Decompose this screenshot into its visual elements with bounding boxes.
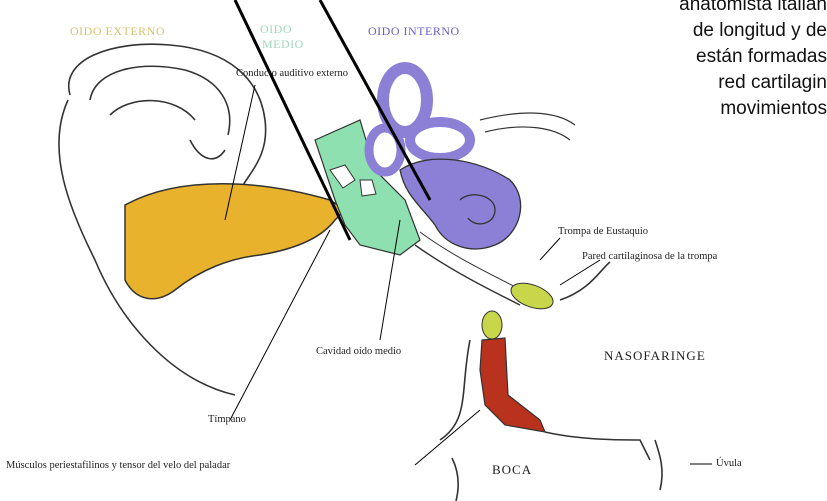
overlay-line-5: movimientos	[679, 96, 827, 122]
overlay-text-block: anatomista italian de longitud y de está…	[679, 0, 827, 122]
label-uvula: Úvula	[716, 458, 742, 469]
label-mouth: BOCA	[492, 462, 532, 478]
eustachian-tube	[415, 245, 520, 305]
label-eustachian-tube: Trompa de Eustaquio	[558, 226, 648, 237]
region-middle-ear-line2: MEDIO	[262, 37, 304, 52]
region-inner-ear: OIDO INTERNO	[368, 24, 460, 39]
palatal-muscle	[480, 338, 545, 432]
auditory-nerve	[480, 113, 575, 140]
label-nasopharynx: NASOFARINGE	[604, 348, 706, 364]
outer-ear-canal	[125, 184, 345, 299]
label-palatal-muscles: Músculos periestafilinos y tensor del ve…	[6, 460, 230, 471]
tube-cartilage-lower	[482, 311, 502, 339]
tube-cartilage	[508, 278, 557, 314]
overlay-line-1: anatomista italian	[679, 0, 827, 18]
overlay-line-4: red cartilagin	[679, 70, 827, 96]
label-cartilage-wall: Pared cartilaginosa de la trompa	[582, 251, 717, 262]
label-tympanum: Tímpano	[208, 414, 246, 425]
overlay-line-3: están formadas	[679, 44, 827, 70]
region-outer-ear: OIDO EXTERNO	[70, 24, 165, 39]
label-ear-canal: Conducto auditivo externo	[236, 68, 348, 79]
label-middle-ear-cavity: Cavidad oído medio	[316, 346, 401, 357]
region-middle-ear-line1: OIDO	[260, 22, 292, 37]
overlay-line-2: de longitud y de	[679, 18, 827, 44]
